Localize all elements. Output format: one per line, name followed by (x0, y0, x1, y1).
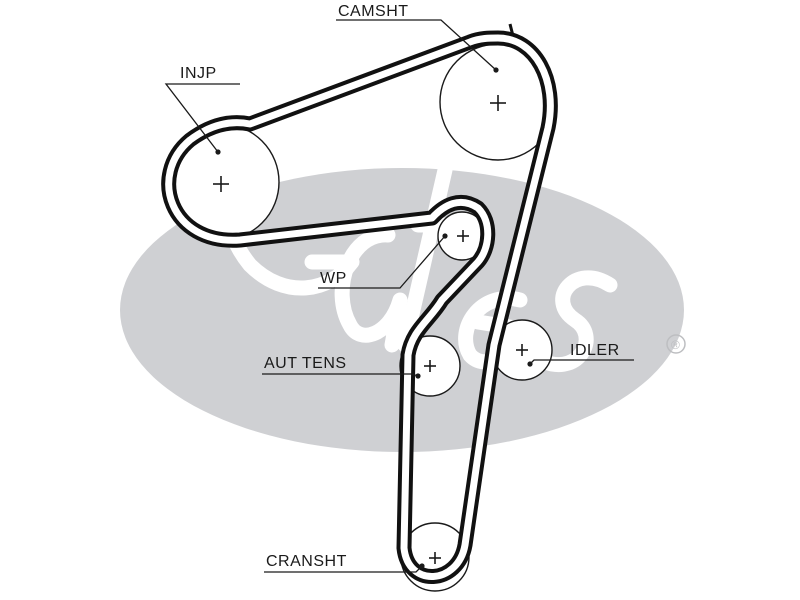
leader-lines (164, 19, 634, 573)
crosshair-icon (429, 552, 441, 564)
label-water-pump: WP (320, 270, 347, 287)
crosshair-icon (490, 95, 506, 111)
crosshair-icon (424, 360, 436, 372)
registered-mark: ® (671, 338, 680, 352)
crosshair-icon (457, 230, 469, 242)
timing-mark (508, 23, 515, 37)
timing-belt (161, 23, 558, 584)
center-marks (213, 95, 528, 564)
crosshair-icon (516, 344, 528, 356)
label-injection-pump: INJP (180, 65, 217, 82)
label-auto-tensioner: AUT TENS (264, 355, 347, 372)
crosshair-icon (213, 176, 229, 192)
label-crankshaft: CRANSHT (266, 553, 347, 570)
label-camshaft: CAMSHT (338, 3, 409, 20)
label-idler: IDLER (570, 342, 620, 359)
